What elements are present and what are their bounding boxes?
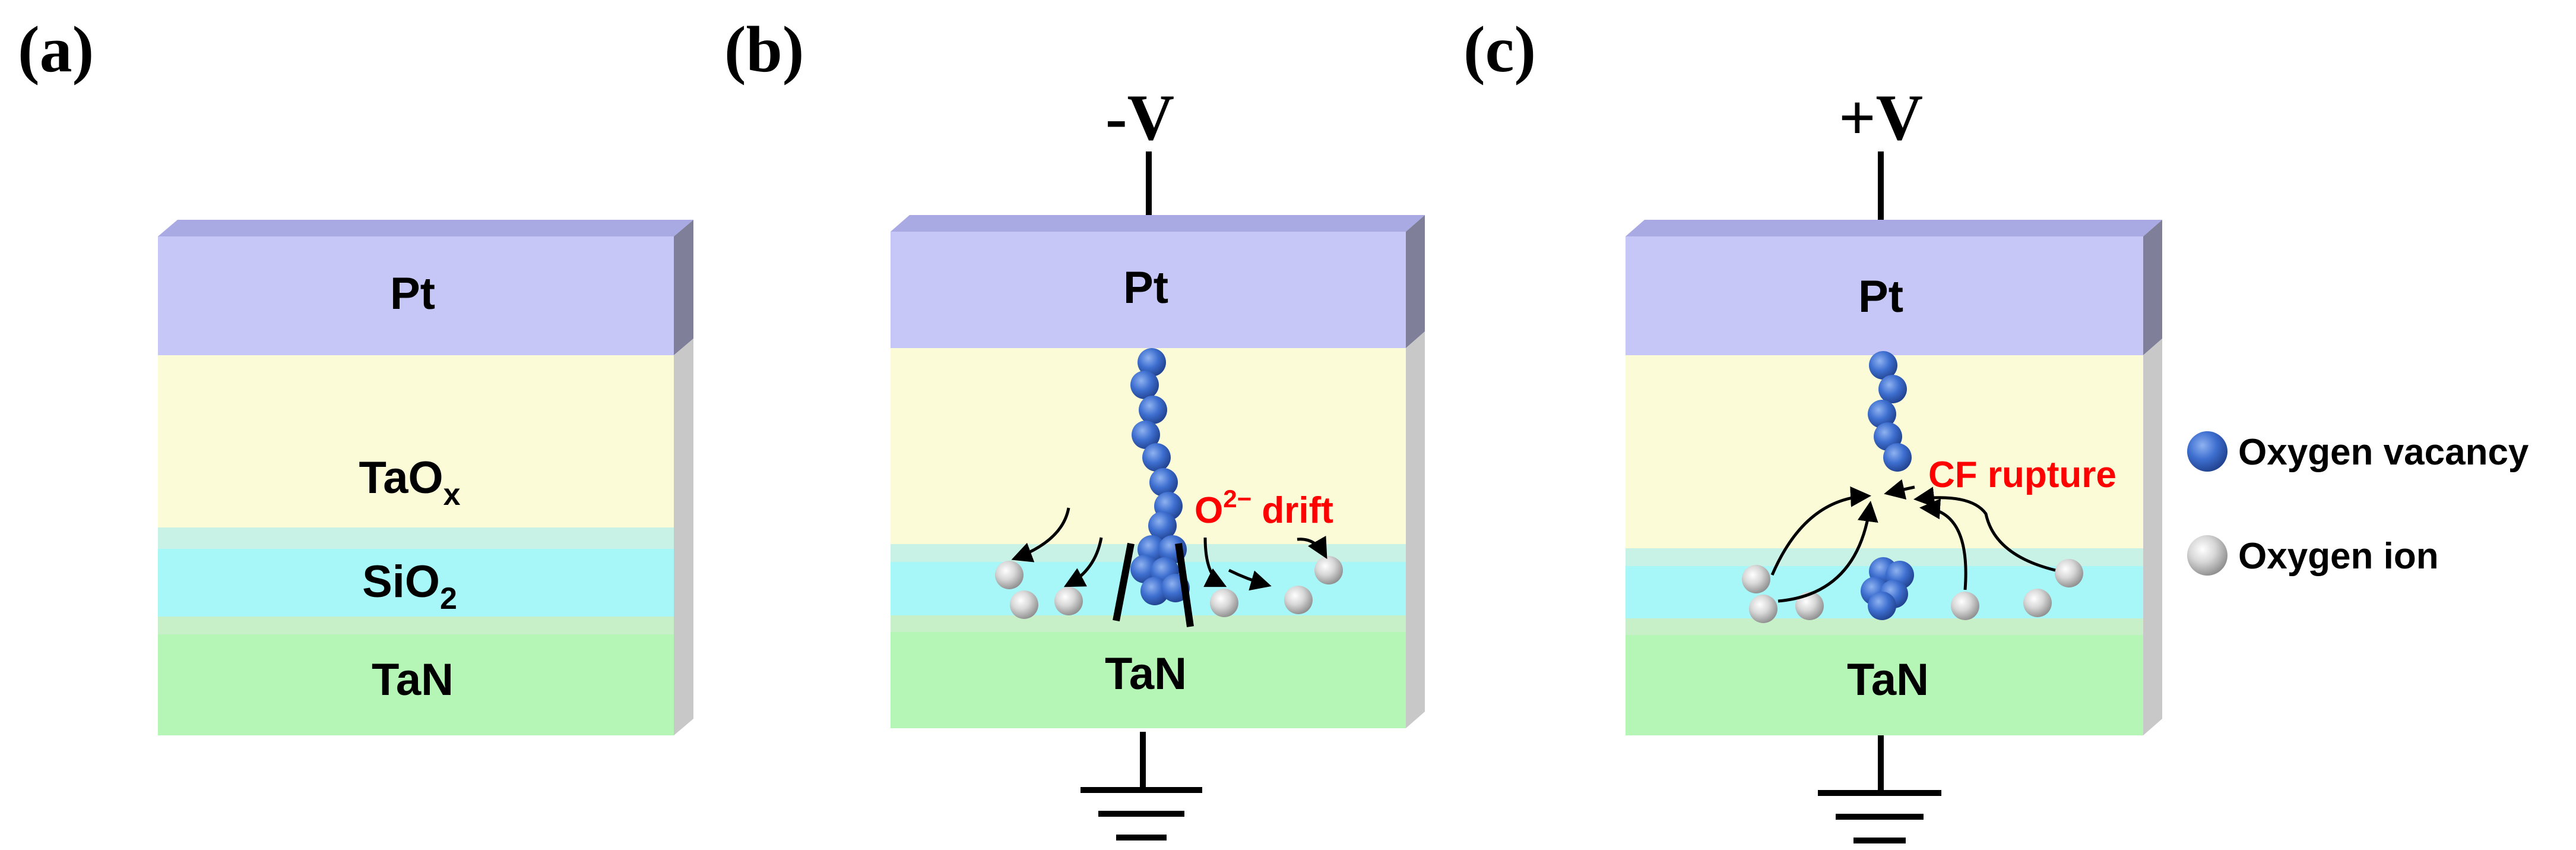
label-tan: TaN (1847, 655, 1929, 705)
o2-drift-label: O2− drift (1194, 485, 1333, 531)
layer-tan-top-band (158, 617, 674, 634)
label-taox: TaOx (359, 453, 460, 512)
layer-tan (158, 617, 674, 735)
recombination-arrow (1919, 498, 1967, 590)
layer-tan-top-band (1626, 618, 2143, 635)
side-face-lower (1406, 331, 1425, 728)
top-face-pt (158, 220, 693, 236)
label-sio2-base: SiO (362, 557, 440, 607)
vacancy-ball (1148, 511, 1177, 540)
legend-vacancy-swatch (2187, 431, 2228, 472)
ions-c (1742, 559, 2083, 623)
side-face-pt (1406, 215, 1425, 348)
ion-ball (1210, 589, 1238, 617)
stack-a: Pt TaOx SiO2 TaN (158, 220, 693, 735)
drift-arrow (1203, 537, 1227, 587)
side-face-lower (674, 339, 693, 735)
o2-superscript: 2− (1223, 485, 1251, 513)
recombination-arrow (1777, 501, 1878, 603)
vacancy-ball (1142, 443, 1171, 472)
legend-vacancy-label: Oxygen vacancy (2238, 432, 2529, 473)
layer-tan-top-band (891, 615, 1406, 632)
layer-tan (891, 615, 1406, 728)
funnel-line-left (1113, 542, 1135, 622)
label-pt: Pt (390, 268, 435, 319)
ion-ball (2055, 559, 2083, 587)
drift-arrow (1011, 507, 1070, 563)
legend-ion-label: Oxygen ion (2238, 536, 2439, 577)
ion-ball (995, 561, 1024, 589)
ion-ball (1951, 592, 1979, 620)
label-pt: Pt (1858, 271, 1903, 322)
ion-ball (1795, 592, 1824, 620)
filament-b (1113, 348, 1194, 627)
recombination-arrow (1770, 486, 1871, 576)
side-face-pt (2143, 220, 2162, 355)
label-tan: TaN (1105, 649, 1187, 699)
ion-ball (1314, 556, 1343, 584)
vacancy-ball (1138, 348, 1166, 377)
vacancy-ball (1139, 396, 1167, 424)
layer-pt (1626, 236, 2143, 355)
label-sio2-sub: 2 (440, 582, 457, 616)
ions-b (995, 556, 1343, 619)
ion-ball (1054, 587, 1083, 615)
ion-ball (2023, 589, 2052, 617)
side-face-lower (2143, 339, 2162, 735)
top-face-pt (891, 215, 1425, 232)
panel-c: (c) +V Pt TaN (1463, 13, 2162, 843)
vacancy-ball (1132, 421, 1160, 449)
side-face-pt (674, 220, 693, 355)
arrows-b (1011, 507, 1327, 591)
ion-ball (1749, 595, 1777, 623)
label-tan: TaN (372, 655, 454, 705)
recombination-arrow (1913, 486, 2056, 572)
ground-c (1818, 735, 1941, 843)
filament-c (1861, 351, 1914, 620)
panel-a-label: (a) (18, 13, 94, 86)
label-pt: Pt (1123, 263, 1168, 313)
layer-taox (158, 355, 674, 527)
vacancy-ball (1868, 400, 1896, 428)
vacancy-ball (1868, 592, 1896, 620)
layer-pt (891, 232, 1406, 348)
vacancy-ball (1883, 443, 1912, 472)
label-sio2: SiO2 (362, 557, 457, 616)
vacancy-ball (1140, 577, 1169, 605)
ground-b (1081, 732, 1202, 840)
layer-sio2-top-band (158, 527, 674, 549)
o2-drift-word: drift (1251, 490, 1333, 531)
drift-arrow (1228, 568, 1272, 591)
o2-base: O (1194, 490, 1223, 531)
vacancy-ball (1149, 468, 1178, 497)
vacancy-ball (1130, 371, 1159, 399)
legend-ion-swatch (2187, 535, 2228, 576)
layer-pt (158, 236, 674, 355)
arrows-c (1770, 479, 2056, 603)
panel-c-label: (c) (1463, 13, 1536, 86)
drift-arrow (1297, 536, 1327, 560)
layer-tan (1626, 618, 2143, 735)
drift-arrow (1063, 537, 1103, 587)
cf-rupture-label: CF rupture (1928, 454, 2116, 495)
ion-ball (1284, 586, 1313, 614)
panel-b-voltage: -V (1105, 81, 1174, 154)
legend: Oxygen vacancy Oxygen ion (2187, 431, 2529, 577)
ion-ball (1010, 590, 1038, 619)
funnel-line-right (1175, 543, 1194, 627)
panel-b: (b) -V Pt TaN (724, 13, 1425, 840)
panel-b-label: (b) (724, 13, 804, 86)
top-face-pt (1626, 220, 2162, 236)
vacancy-ball (1878, 375, 1907, 403)
label-taox-sub: x (443, 478, 461, 512)
label-taox-base: TaO (359, 453, 443, 503)
ion-ball (1742, 565, 1770, 593)
panel-c-voltage: +V (1839, 81, 1923, 154)
recombination-arrow (1884, 479, 1915, 500)
vacancy-ball (1869, 351, 1897, 380)
panel-a: (a) Pt TaOx SiO2 TaN (18, 13, 693, 735)
